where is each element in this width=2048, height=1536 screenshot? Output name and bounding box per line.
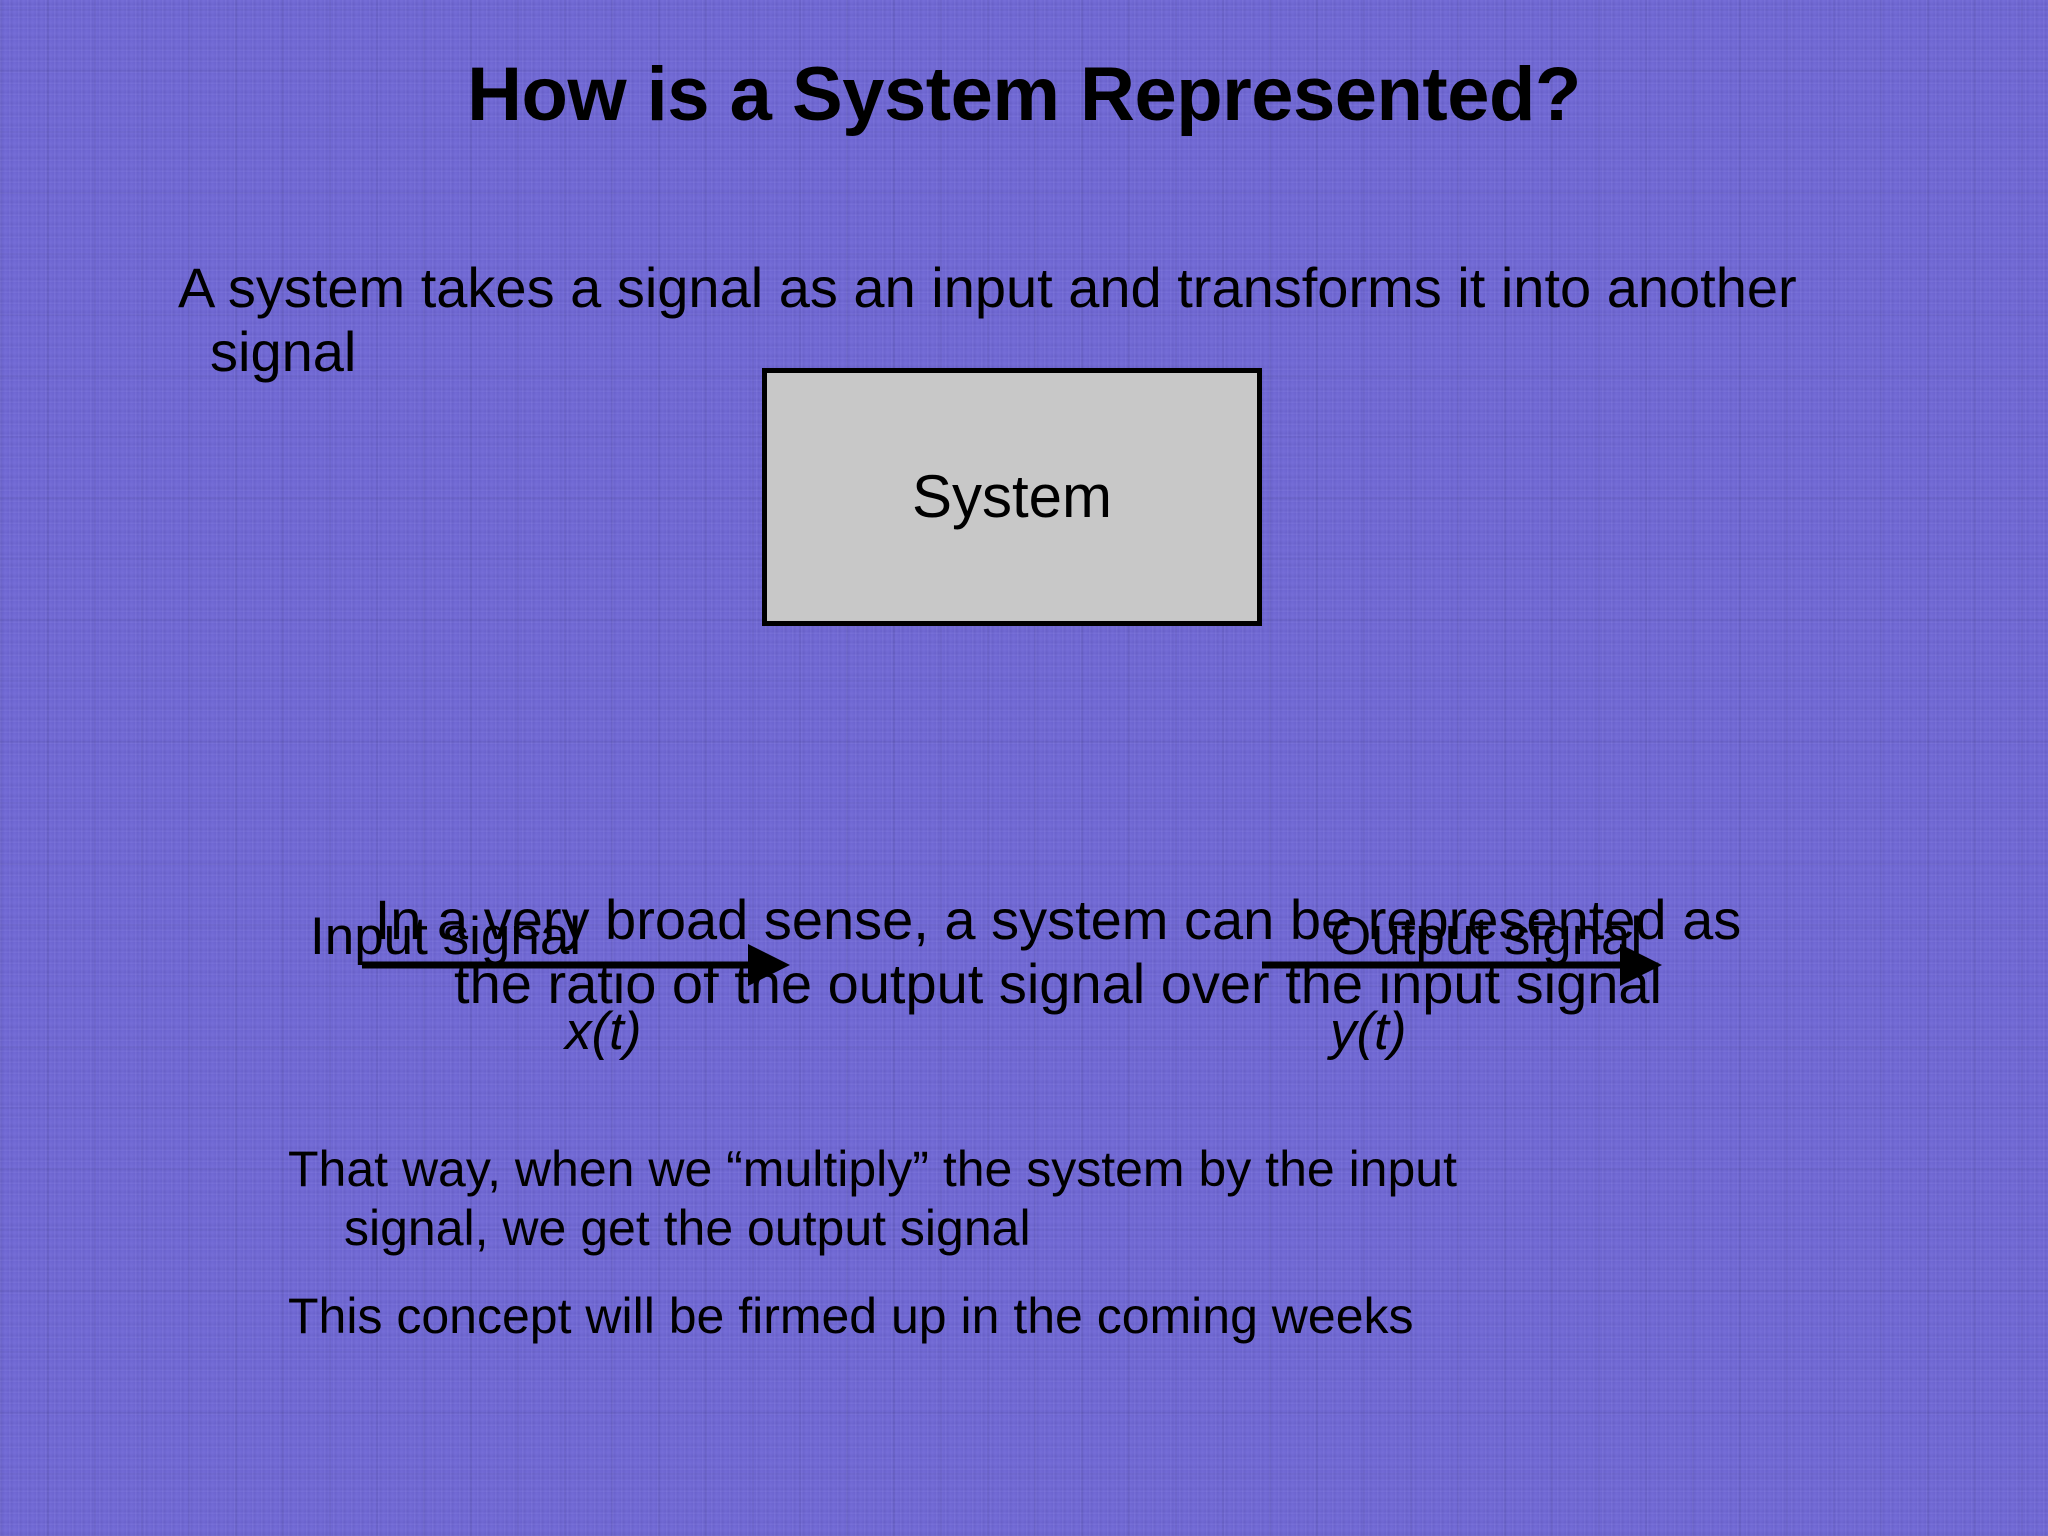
input-variable-label: x(t) bbox=[565, 1002, 642, 1061]
that-way-line-1: That way, when we “multiply” the system … bbox=[288, 1141, 1457, 1197]
that-way-paragraph: That way, when we “multiply” the system … bbox=[288, 1140, 1848, 1258]
firmed-up-paragraph: This concept will be firmed up in the co… bbox=[288, 1288, 1414, 1344]
intro-paragraph: A system takes a signal as an input and … bbox=[178, 256, 1797, 383]
output-variable-label: y(t) bbox=[1330, 1002, 1407, 1061]
system-block-diagram: System Input signal x(t) Output signal y… bbox=[0, 360, 2048, 1058]
broad-sense-line-1: In a very broad sense, a system can be r… bbox=[374, 888, 1742, 951]
that-way-line-2: signal, we get the output signal bbox=[344, 1200, 1031, 1256]
output-signal-label: Output signal bbox=[1330, 907, 1643, 966]
system-box: System bbox=[762, 368, 1262, 626]
system-box-label: System bbox=[911, 463, 1113, 530]
page-title: How is a System Represented? bbox=[467, 52, 1581, 137]
broad-sense-line-2: the ratio of the output signal over the … bbox=[454, 951, 1662, 1015]
input-signal-label: Input signal bbox=[310, 907, 582, 966]
broad-sense-paragraph: In a very broad sense, a system can be r… bbox=[178, 888, 1938, 1016]
